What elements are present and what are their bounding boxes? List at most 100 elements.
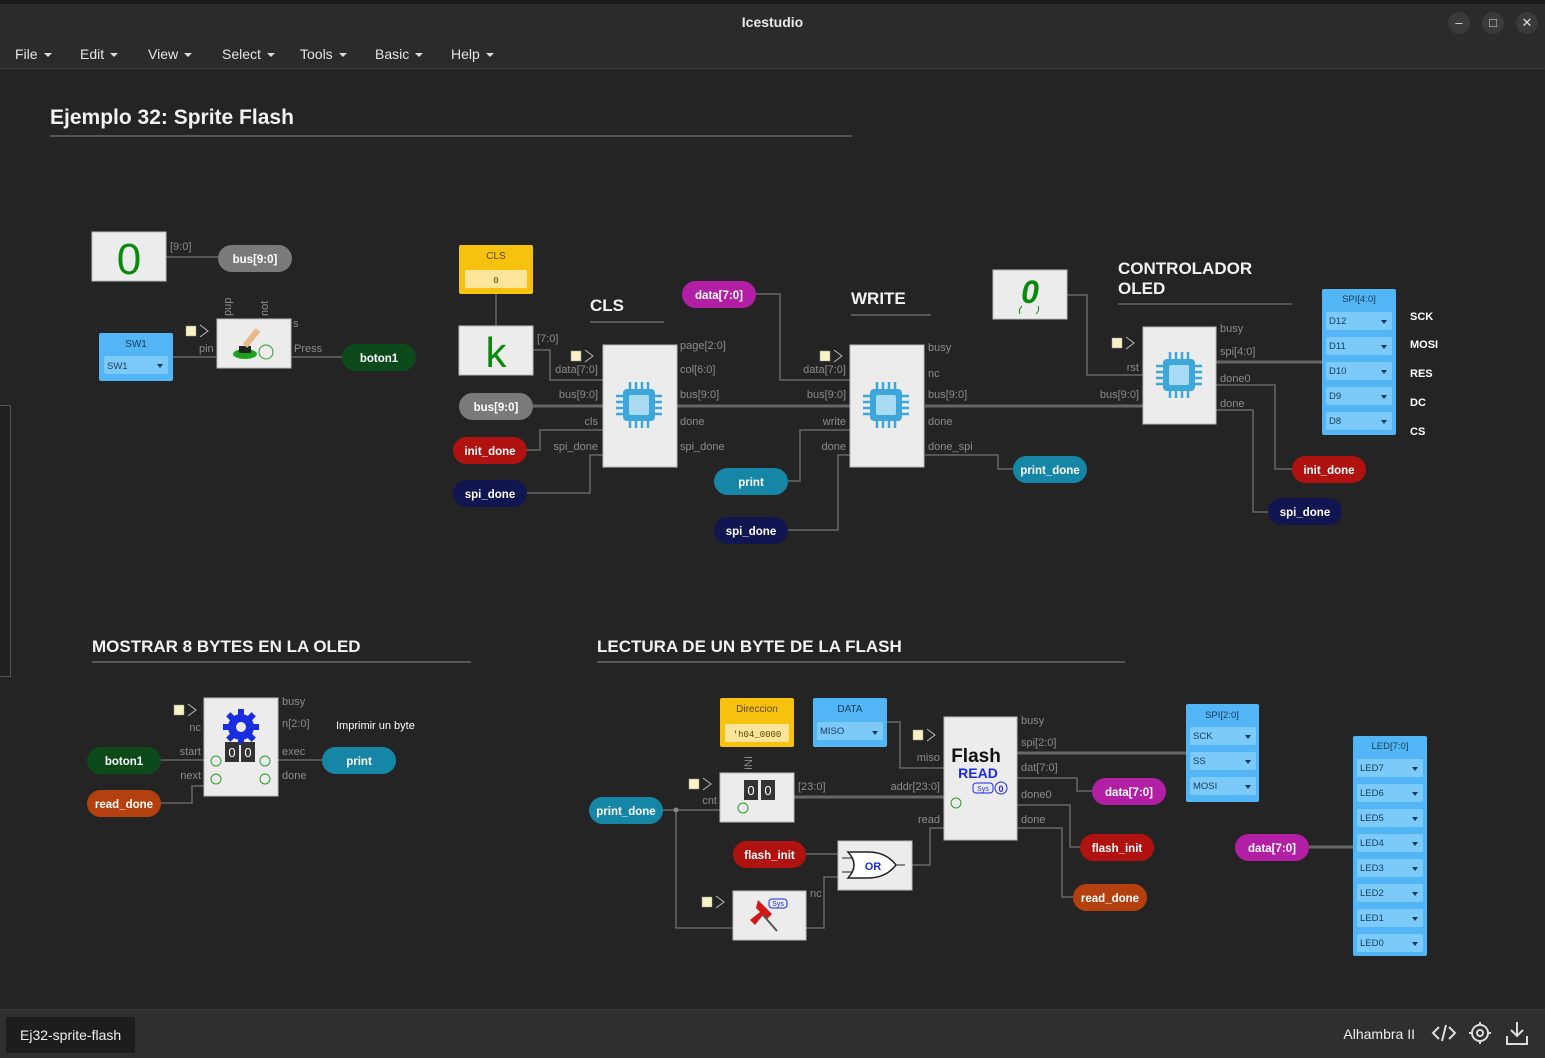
counter-block[interactable]: 0 0 nc start next busy n[2:0] exec done [180,696,310,797]
menu-help[interactable]: Help [451,46,494,62]
spi-pin-labels: SCK MOSI RES DC CS [1410,311,1438,438]
pin-select-d11[interactable]: D11 [1326,337,1392,355]
build-gear-icon[interactable] [1466,1019,1494,1047]
pin-select-led7[interactable]: LED7 [1357,759,1423,777]
svg-text:LED7: LED7 [1360,763,1384,774]
design-canvas[interactable]: Ejemplo 32: Sprite Flash CLS WRITE CONTR… [0,69,1545,1009]
label-tag-read_done1[interactable]: read_done [87,790,161,817]
pin-select-led6[interactable]: LED6 [1357,784,1423,802]
menu-tools[interactable]: Tools [300,46,347,62]
svg-text:0: 0 [1021,274,1039,310]
label-tag-init_done1[interactable]: init_done [453,437,527,464]
button-block[interactable]: pin pup not s Press [199,298,323,369]
pin-select-led2[interactable]: LED2 [1357,884,1423,902]
label-tag-boton1b[interactable]: boton1 [87,747,161,774]
close-button[interactable]: ✕ [1516,12,1538,34]
label-tag-print_done1[interactable]: print_done [1013,456,1087,483]
menu-edit[interactable]: Edit [80,46,119,62]
svg-text:read_done: read_done [1081,893,1139,905]
pin-select-ss[interactable]: SS [1190,752,1256,770]
sw1-input-block[interactable]: SW1 SW1 [99,333,173,381]
write-chip-block[interactable]: data[7:0] bus[9:0] write done busy nc bu… [803,342,973,468]
label-tag-data7b[interactable]: data[7:0] [1092,778,1166,805]
menu-basic[interactable]: Basic [375,46,424,62]
label-tag-read_done2[interactable]: read_done [1073,884,1147,911]
svg-text:READ: READ [958,765,998,781]
pin-sys-block[interactable]: Sys nc [732,888,822,941]
k-constant-block[interactable]: k [7:0] [458,325,558,376]
pin-select-led4[interactable]: LED4 [1357,834,1423,852]
pin-select-mosi[interactable]: MOSI [1190,777,1256,795]
pin-select-sck[interactable]: SCK [1190,727,1256,745]
svg-text:page[2:0]: page[2:0] [680,340,726,352]
label-tag-print1[interactable]: print [714,468,788,495]
chevron-down-icon [184,53,193,58]
svg-text:D8: D8 [1329,416,1341,427]
pin-select-led1[interactable]: LED1 [1357,909,1423,927]
label-tag-bus2[interactable]: bus[9:0] [459,393,533,420]
menu-file[interactable]: File [15,46,52,62]
label-tag-spi_done3[interactable]: spi_done [1268,498,1342,525]
label-tag-bus1[interactable]: bus[9:0] [218,245,292,272]
cls-chip-block[interactable]: data[7:0] bus[9:0] cls spi_done page[2:0… [553,340,726,468]
label-tag-init_done2[interactable]: init_done [1292,456,1366,483]
svg-text:LED0: LED0 [1360,938,1384,949]
label-tag-spi_done1[interactable]: spi_done [453,480,527,507]
svg-text:bus[9:0]: bus[9:0] [233,254,278,266]
svg-text:spi[2:0]: spi[2:0] [1021,737,1056,749]
label-tag-data7a[interactable]: data[7:0] [682,281,756,308]
svg-text:Direccion: Direccion [736,704,778,715]
svg-text:done: done [928,416,952,428]
maximize-button[interactable]: □ [1482,12,1504,34]
upload-icon[interactable] [1503,1019,1531,1047]
label-tag-flash_init2[interactable]: flash_init [1080,834,1154,861]
zero-glyph-block[interactable]: 0 [992,269,1068,320]
pin-select-led5[interactable]: LED5 [1357,809,1423,827]
label-tag-data7c[interactable]: data[7:0] [1235,834,1309,861]
chevron-down-icon [1381,420,1387,424]
label-tag-print2[interactable]: print [322,747,396,774]
label-tag-flash_init1[interactable]: flash_init [733,841,806,868]
svg-text:spi[4:0]: spi[4:0] [1220,346,1255,358]
oled-header: OLED [1118,279,1165,298]
constant-zero-block[interactable]: 0 [9:0] [91,231,191,284]
address-counter-block[interactable]: 0 0 cnt [23:0] [702,772,826,823]
chevron-down-icon [338,53,347,58]
menu-view[interactable]: View [148,46,193,62]
gear-icon [223,709,259,745]
pin-select-d8[interactable]: D8 [1326,412,1392,430]
svg-text:data[7:0]: data[7:0] [1105,787,1153,799]
code-icon[interactable] [1430,1019,1458,1047]
pin-select-led3[interactable]: LED3 [1357,859,1423,877]
label-tag-print_done2[interactable]: print_done [589,797,663,824]
svg-text:LED5: LED5 [1360,813,1384,824]
board-name[interactable]: Alhambra II [1343,1026,1415,1042]
data-input-block[interactable]: DATA MISO [813,698,887,747]
cls-constant-block[interactable]: CLS 0 [459,245,533,294]
led-output-block[interactable]: LED[7:0] LED7LED6LED5LED4LED3LED2LED1LED… [1353,736,1427,956]
svg-text:bus[9:0]: bus[9:0] [928,389,967,401]
svg-text:0: 0 [747,783,754,798]
label-tag-spi_done2[interactable]: spi_done [714,517,788,544]
pin-select-led0[interactable]: LED0 [1357,934,1423,952]
svg-text:boton1: boton1 [105,756,144,768]
pin-select-d10[interactable]: D10 [1326,362,1392,380]
oled-controller-block[interactable]: rst bus[9:0] busy spi[4:0] done0 done [1100,323,1256,425]
flash-read-block[interactable]: Flash READ Sys 0 miso addr[23:0] read bu… [890,715,1058,841]
menu-select[interactable]: Select [222,46,275,62]
label-tag-boton1a[interactable]: boton1 [342,344,416,371]
svg-text:write: write [822,416,846,428]
status-bar: Ej32-sprite-flash Alhambra II [0,1009,1545,1058]
project-tab[interactable]: Ej32-sprite-flash [6,1017,136,1053]
svg-text:bus[9:0]: bus[9:0] [559,389,598,401]
collection-side-panel[interactable] [0,405,11,677]
svg-text:print_done: print_done [1020,465,1079,477]
or-gate-block[interactable]: OR [837,840,913,891]
pin-select-d9[interactable]: D9 [1326,387,1392,405]
minimize-button[interactable]: – [1448,12,1470,34]
svg-text:busy: busy [282,696,306,708]
pin-select-d12[interactable]: D12 [1326,312,1392,330]
direccion-constant-block[interactable]: Direccion 'h04_0000 [720,698,794,747]
